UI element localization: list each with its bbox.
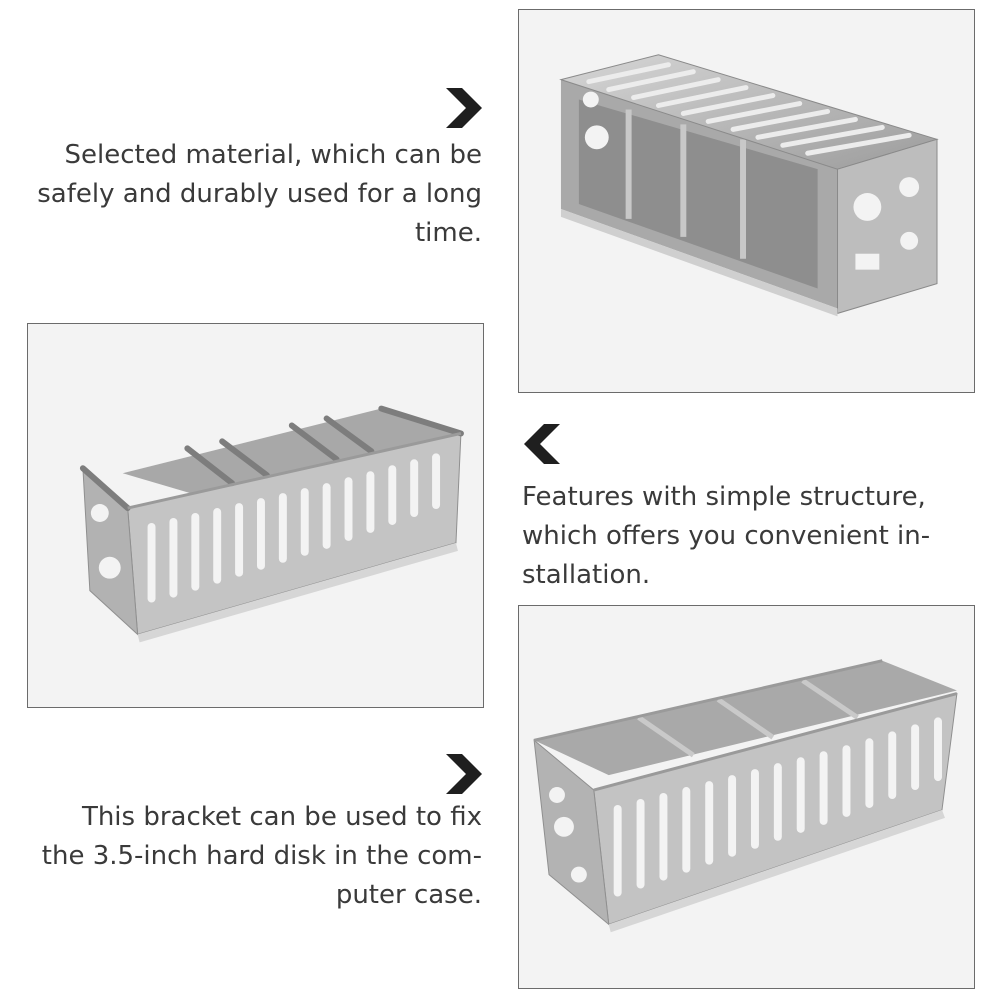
chevron-right-icon (444, 86, 484, 130)
caption-line: time. (414, 218, 482, 248)
hdd-bracket-top-view-image (559, 54, 939, 317)
caption-line: which offers you convenient in- (522, 521, 931, 551)
product-photo-bottom (518, 605, 975, 989)
caption-material: Selected material, which can be safely a… (37, 136, 482, 253)
hdd-bracket-side-view-image (79, 405, 464, 643)
caption-line: This bracket can be used to fix (81, 802, 482, 832)
caption-line: the 3.5-inch hard disk in the com- (41, 841, 482, 871)
caption-usage: This bracket can be used to fix the 3.5-… (42, 798, 482, 915)
caption-line: Features with simple structure, (522, 482, 926, 512)
caption-line: Selected material, which can be (64, 140, 483, 170)
product-photo-middle (27, 323, 484, 708)
caption-line: stallation. (522, 560, 651, 590)
hdd-bracket-open-view-image (533, 659, 958, 933)
chevron-right-icon (444, 752, 484, 796)
caption-line: safely and durably used for a long (37, 179, 482, 209)
caption-structure: Features with simple structure, which of… (522, 478, 930, 595)
caption-line: puter case. (335, 880, 482, 910)
chevron-left-icon (522, 422, 562, 466)
product-photo-top (518, 9, 975, 393)
